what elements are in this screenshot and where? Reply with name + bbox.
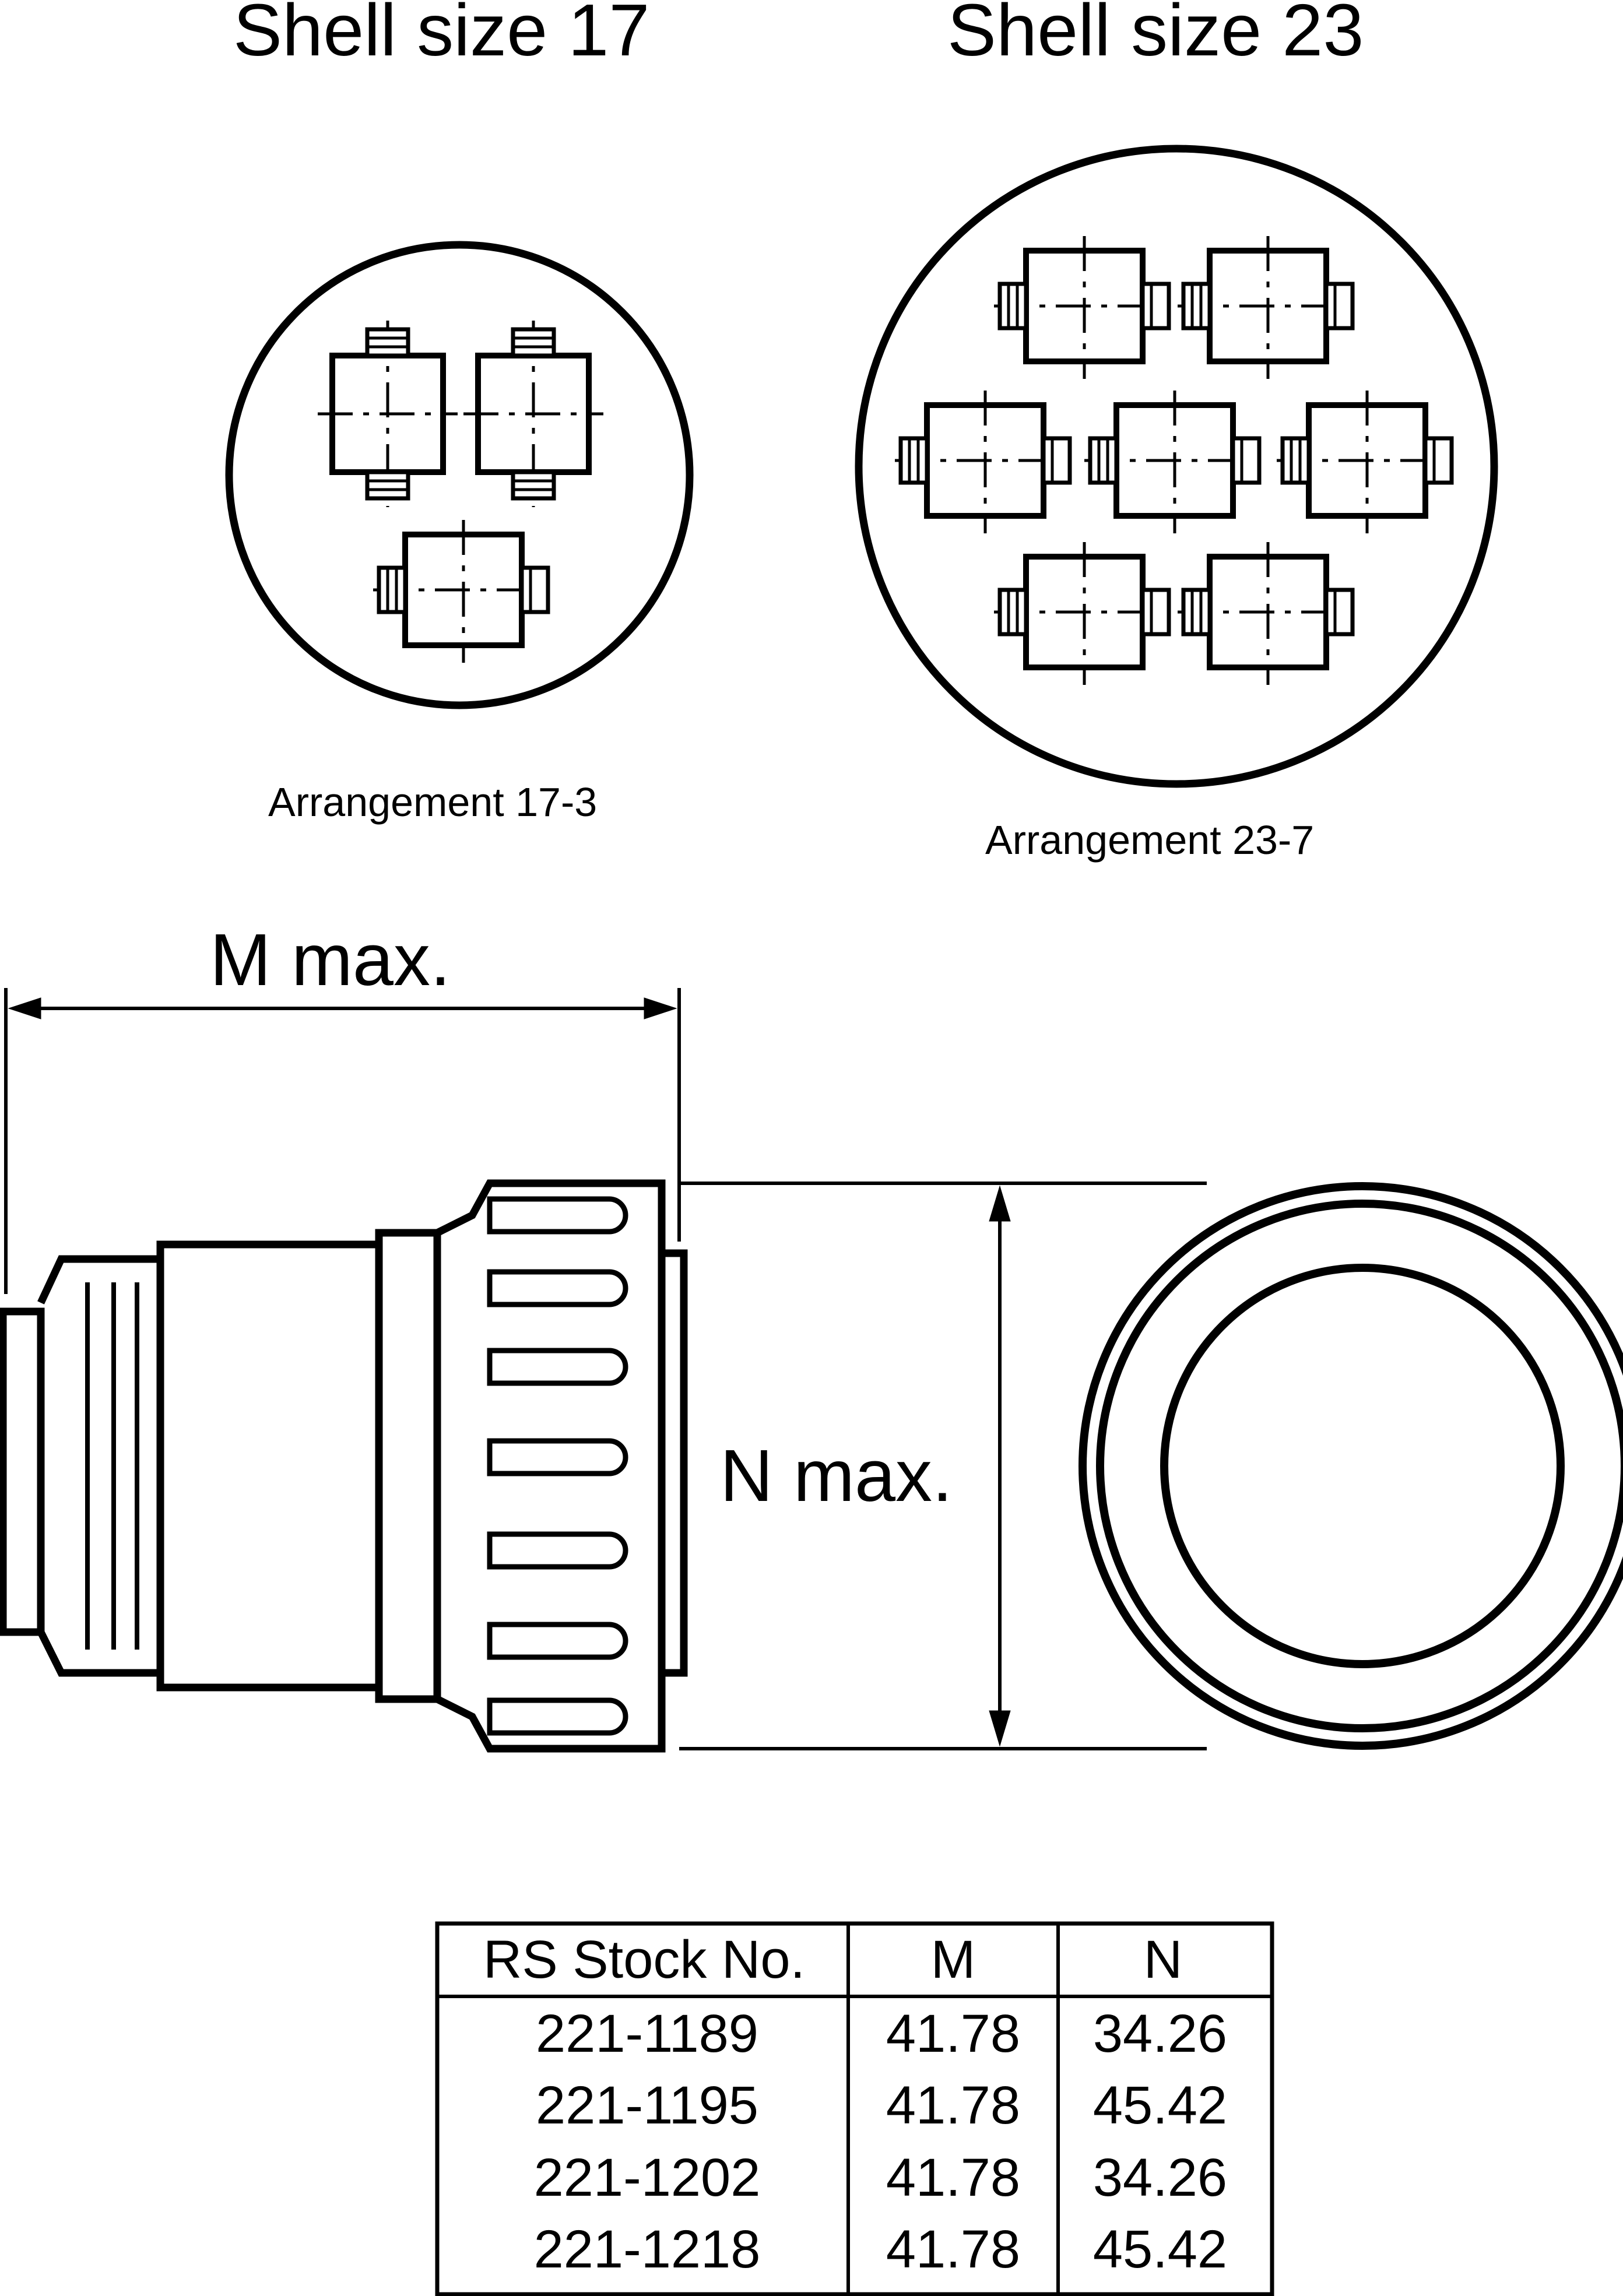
n-max-dimension [679,1182,1207,1750]
table-header-stock: RS Stock No. [483,1930,805,1989]
table-cell: 41.78 [886,2220,1020,2279]
arrangement-17-3-label: Arrangement 17-3 [268,779,597,825]
table-cell: 45.42 [1093,2220,1227,2279]
shell-size-17-title: Shell size 17 [233,0,649,71]
table-cell: 221-1218 [534,2220,761,2279]
table-cell: 41.78 [886,2076,1020,2135]
connector-side-view [0,1179,688,1753]
table-cell: 221-1195 [536,2076,758,2135]
arrangement-17-3-face [225,241,694,709]
table-header-m: M [931,1930,976,1989]
table-cell: 34.26 [1093,2148,1227,2207]
table-cell: 41.78 [886,2148,1020,2207]
n-max-label: N max. [720,1434,953,1517]
dimension-table: RS Stock No. M N 221-1189 41.78 34.26 22… [435,1921,1274,2296]
arrangement-23-7-face [855,145,1498,788]
table-cell: 45.42 [1093,2076,1227,2135]
table-cell: 41.78 [886,2004,1020,2063]
m-max-label: M max. [210,919,451,1001]
arrangement-23-7-label: Arrangement 23-7 [985,817,1314,863]
shell-size-23-title: Shell size 23 [947,0,1364,71]
table-cell: 221-1202 [534,2148,761,2207]
m-max-dimension [4,988,681,1294]
connector-end-view [1079,1182,1623,1750]
table-cell: 221-1189 [536,2004,758,2063]
table-header-n: N [1144,1930,1182,1989]
table-cell: 34.26 [1093,2004,1227,2063]
